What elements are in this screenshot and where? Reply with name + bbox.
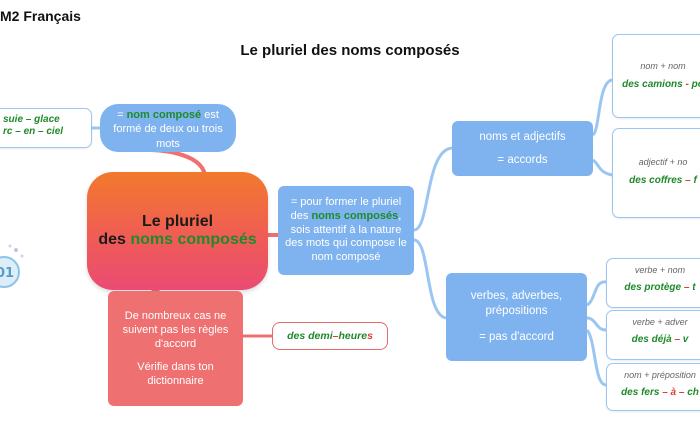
- branch-verbs-adverbs: verbes, adverbes, prépositions = pas d'a…: [446, 273, 587, 361]
- branch2-line1: verbes, adverbes, prépositions: [470, 290, 563, 317]
- demi-b: heure: [338, 330, 368, 342]
- branch1-line1: noms et adjectifs: [479, 131, 566, 144]
- rule-text-a: = pour former le pluriel des: [290, 196, 402, 222]
- branch1-line2: = accords: [497, 153, 548, 166]
- decorative-badge-icon: 01: [0, 240, 36, 296]
- note-line2: Vérifie dans ton dictionnaire: [137, 360, 214, 387]
- exceptions-note: De nombreux cas ne suivent pas les règle…: [108, 291, 243, 406]
- demi-c: s: [367, 330, 373, 342]
- rule-term: noms composés: [311, 209, 399, 222]
- card-formula: verbe + nom: [634, 265, 686, 275]
- cloud-suffix: est formé de deux ou trois mots: [113, 109, 223, 150]
- left-example-card: suie – glace rc – en – ciel: [0, 108, 92, 148]
- page-header: M2 Français: [0, 8, 81, 24]
- note-line1: De nombreux cas ne suivent pas les règle…: [122, 309, 229, 351]
- card-formula: verbe + adver: [632, 317, 688, 327]
- card-example-a: des coffres: [629, 175, 683, 186]
- demi-sep: –: [332, 330, 339, 342]
- card-example-a: des fers: [621, 387, 660, 398]
- central-line2-b: noms composés: [130, 231, 257, 248]
- branch-nouns-adjectives: noms et adjectifs = accords: [452, 121, 593, 176]
- card-formula: adjectif + no: [638, 157, 688, 167]
- central-line2-a: des: [98, 231, 131, 248]
- rule-text-b: , sois attentif à la nature des mots qui…: [285, 209, 407, 264]
- cloud-term: nom composé: [126, 109, 202, 121]
- card-formula: nom + nom: [640, 61, 686, 71]
- example-card-verb-adverb: verbe + adver des déjà – v: [606, 310, 700, 360]
- central-line1: Le pluriel: [141, 212, 214, 230]
- definition-cloud: = nom composé est formé de deux ou trois…: [100, 104, 236, 152]
- left-example-line1: suie – glace: [3, 114, 60, 125]
- example-card-adj-noun: adjectif + no des coffres – f: [612, 128, 700, 218]
- central-topic: Le pluriel des noms composés: [87, 172, 268, 290]
- demi-a: des demi: [287, 330, 333, 342]
- cloud-prefix: =: [117, 109, 127, 121]
- example-card-noun-prep: nom + préposition des fers – à – ch: [606, 363, 700, 411]
- rule-node: = pour former le pluriel des noms compos…: [278, 186, 414, 275]
- card-formula: nom + préposition: [624, 370, 696, 380]
- card-example-a: des déjà: [631, 334, 672, 345]
- example-card-noun-noun: nom + nom des camions - po: [612, 34, 700, 118]
- card-example-a: des protège: [624, 282, 682, 293]
- left-example-line2: rc – en – ciel: [3, 126, 64, 137]
- card-example-a: des camions: [622, 79, 683, 90]
- example-card-verb-noun: verbe + nom des protège – t: [606, 258, 700, 308]
- svg-text:01: 01: [0, 266, 14, 281]
- branch2-line2: = pas d'accord: [479, 331, 554, 344]
- page-title: Le pluriel des noms composés: [240, 42, 460, 59]
